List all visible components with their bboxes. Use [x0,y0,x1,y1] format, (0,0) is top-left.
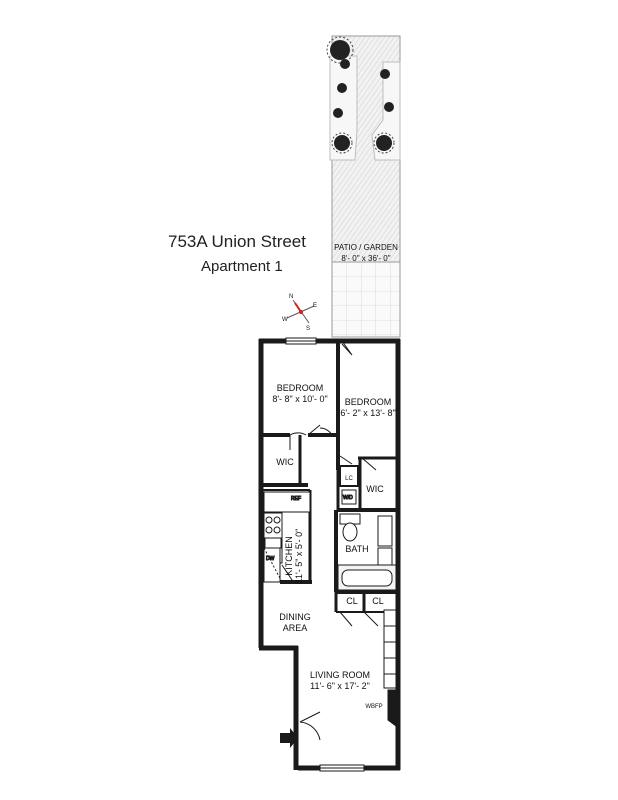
doors [281,340,379,741]
plant-icon [380,69,390,79]
closet-2-label: CL [372,596,384,606]
lc-label: LC [345,476,353,482]
windows [285,337,365,772]
compass-rose-icon: N E S W [282,294,317,332]
kitchen-dims: 11'- 5" x 5'- 0" [294,529,304,584]
patio-label: PATIO / GARDEN [334,243,398,252]
plant-icon [384,102,394,112]
bedroom-1-label: BEDROOM [277,383,324,393]
kitchen-label-group: KITCHEN 11'- 5" x 5'- 0" [284,529,304,584]
wbfp-label: WBFP [365,704,382,710]
plant-icon [340,59,350,69]
plant-icon [337,83,347,93]
plant-icon [333,108,343,118]
plant-icon [326,36,354,64]
wic-1-label: WIC [276,457,294,467]
wd-label: W/D [343,495,353,501]
plant-icon [373,132,395,154]
closet-shelving [383,609,397,727]
svg-text:N: N [289,294,293,300]
patio-garden: PATIO / GARDEN 8'- 0" x 36'- 0" [326,35,401,338]
patio-dims: 8'- 0" x 36'- 0" [341,254,390,263]
dining-label: DINING [279,612,311,622]
wic-2-label: WIC [366,484,384,494]
svg-text:W: W [282,317,288,323]
kitchen-fixtures: REF DW [263,491,311,583]
bedroom-1-dims: 8'- 8" x 10'- 0" [272,394,327,404]
closet-1-label: CL [346,596,358,606]
living-room-dims: 11'- 6" x 17'- 2" [310,681,370,691]
entry-arrow-icon [280,728,298,748]
svg-text:E: E [313,303,317,309]
bedroom-2-dims: 6'- 2" x 13'- 8" [340,408,395,418]
interior-walls [261,341,398,613]
kitchen-label: KITCHEN [284,536,294,576]
bedroom-2-label: BEDROOM [345,397,392,407]
apartment-subtitle: Apartment 1 [201,258,283,275]
living-room-label: LIVING ROOM [310,670,370,680]
address-title: 753A Union Street [168,232,306,251]
svg-text:S: S [306,326,310,332]
bath-label: BATH [345,544,368,554]
ref-label: REF [291,496,301,502]
dining-label-2: AREA [283,623,308,633]
bath-fixtures: W/D [337,489,397,591]
plant-icon [331,132,353,154]
